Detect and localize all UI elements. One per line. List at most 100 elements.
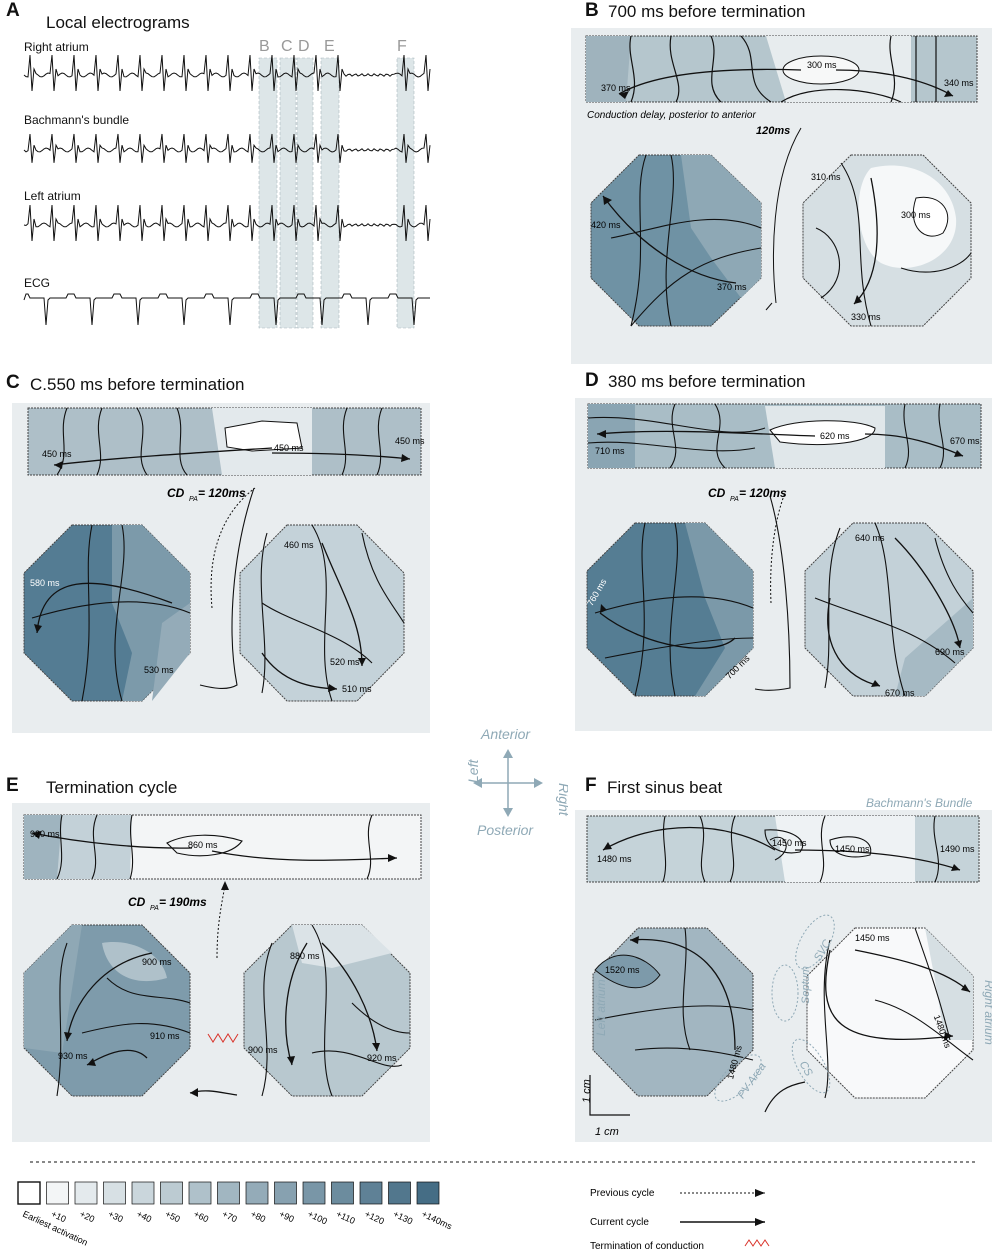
panel-c-cd-label: CD	[167, 486, 185, 500]
panel-f-time-bb2: 1450 ms	[772, 838, 807, 848]
legend-swatch	[331, 1181, 354, 1205]
panel-a-letter: A	[6, 0, 20, 21]
panel-b-note: Conduction delay, posterior to anterior	[587, 110, 756, 121]
legend-step-label: +70	[221, 1209, 239, 1225]
panel-c-cd-value: = 120ms	[198, 486, 246, 500]
panel-f-scale-horizontal: 1 cm	[595, 1126, 619, 1138]
panel-c-title: C.550 ms before termination	[30, 375, 245, 394]
panel-c-time-ra2: 520 ms	[330, 657, 360, 667]
ecg-trace	[23, 293, 430, 326]
panel-b-time-la1: 420 ms	[591, 220, 621, 230]
trace-label-bb: Bachmann's bundle	[24, 113, 130, 127]
band-label-e: E	[324, 38, 335, 55]
panel-e-time-la1: 900 ms	[142, 957, 172, 967]
panel-b-time-la2: 370 ms	[717, 282, 747, 292]
legend-swatch	[217, 1181, 240, 1205]
legend-current-label: Current cycle	[590, 1217, 649, 1228]
panel-d-cd-sub: PA	[730, 496, 739, 503]
legend-swatch	[302, 1181, 326, 1205]
panel-f-cs: CS	[797, 1059, 815, 1079]
panel-d-time-ra1: 640 ms	[855, 533, 885, 543]
panel-c-time-la1: 580 ms	[30, 578, 60, 588]
legend-step-label: +130	[392, 1209, 415, 1227]
panel-e-time-la2: 930 ms	[58, 1051, 88, 1061]
egm-trace	[23, 204, 431, 242]
panel-c-time-ra1: 460 ms	[284, 540, 314, 550]
panel-b-time-bb1: 370 ms	[601, 83, 631, 93]
egm-trace	[23, 133, 431, 163]
panel-b-time-ra3: 330 ms	[851, 312, 881, 322]
legend-swatch	[188, 1181, 212, 1205]
panel-e-cd-label: CD	[128, 895, 146, 909]
legend-termination-label: Termination of conduction	[590, 1241, 704, 1250]
legend-swatch	[160, 1181, 183, 1205]
egm-trace	[23, 54, 431, 92]
panel-b-time-ra2: 300 ms	[901, 210, 931, 220]
electrogram-traces	[23, 54, 431, 329]
panel-f-time-bb3: 1450 ms	[835, 844, 870, 854]
panel-d-cd-value: = 120ms	[739, 486, 787, 500]
legend-step-label: +20	[78, 1209, 96, 1225]
legend-step-label: +40	[135, 1209, 153, 1225]
panel-c-cd-sub: PA	[189, 496, 198, 503]
panel-b-cd: 120ms	[756, 125, 790, 137]
legend-step-label: +30	[107, 1209, 125, 1225]
compass-posterior: Posterior	[477, 822, 534, 838]
panel-d-time-ra3: 670 ms	[885, 688, 915, 698]
legend-swatch	[245, 1181, 269, 1205]
panel-f-septum: Septum	[800, 966, 812, 1004]
panel-e-activation-map: 920 ms 860 ms 900 ms 930 ms 910 ms 880 m…	[23, 814, 422, 1097]
panel-f-time-ra1: 1450 ms	[855, 933, 890, 943]
orientation-compass: Anterior Posterior Left Right	[465, 726, 568, 838]
panel-d-activation-map: 710 ms 620 ms 670 ms 760 ms 700 ms 640 m…	[585, 403, 982, 698]
panel-e-cd-sub: PA	[150, 905, 159, 912]
panel-b-time-bb2: 300 ms	[807, 60, 837, 70]
trace-label-ecg: ECG	[24, 276, 51, 290]
panel-d-time-bb3: 670 ms	[950, 436, 980, 446]
panel-d-cd-label: CD	[708, 486, 726, 500]
panel-d-title: 380 ms before termination	[608, 372, 806, 391]
legend: Earliest activation+10+20+30+40+50+60+70…	[17, 1161, 975, 1250]
panel-e-time-bb1: 920 ms	[30, 829, 60, 839]
panel-e-time-ra3: 920 ms	[367, 1053, 397, 1063]
panel-c-time-bb2: 450 ms	[274, 443, 304, 453]
compass-left: Left	[465, 759, 481, 783]
panel-a-title: Local electrograms	[46, 13, 190, 32]
panel-b-time-ra1: 310 ms	[811, 172, 841, 182]
panel-e-letter: E	[6, 775, 19, 796]
panel-e-time-ra2: 900 ms	[248, 1045, 278, 1055]
panel-c-time-la2: 530 ms	[144, 665, 174, 675]
band-label-f: F	[397, 38, 407, 55]
panel-f-letter: F	[585, 775, 597, 796]
legend-step-label: +140ms	[420, 1209, 454, 1232]
panel-f-scale-vertical: 1 cm	[581, 1079, 593, 1103]
panel-e-cd-value: = 190ms	[159, 895, 207, 909]
legend-swatch	[388, 1181, 411, 1205]
panel-c-letter: C	[6, 372, 20, 393]
panel-d-time-bb2: 620 ms	[820, 431, 850, 441]
panel-f-activation-map: 1480 ms 1450 ms 1450 ms 1490 ms 1520 ms …	[581, 815, 992, 1138]
panel-f-right-atrium: Right atrium	[982, 980, 992, 1045]
legend-step-label: +100	[306, 1209, 329, 1227]
legend-step-label: +60	[192, 1209, 210, 1225]
panel-d-time-bb1: 710 ms	[595, 446, 625, 456]
legend-swatch	[274, 1181, 297, 1205]
panel-e-time-bb2: 860 ms	[188, 840, 218, 850]
panel-c-time-bb3: 450 ms	[395, 436, 425, 446]
panel-f-left-atrium: Left atrium	[594, 979, 608, 1036]
panel-b-activation-map: 370 ms 300 ms 340 ms 420 ms 370 ms 310 m…	[585, 35, 978, 327]
legend-swatch	[131, 1181, 155, 1205]
legend-step-label: +50	[164, 1209, 182, 1225]
panel-f-pv-area: PV Area	[735, 1061, 768, 1101]
legend-step-label: +80	[249, 1209, 267, 1225]
compass-anterior: Anterior	[480, 726, 531, 742]
band-label-d: D	[298, 38, 310, 55]
panel-f-time-bb1: 1480 ms	[597, 854, 632, 864]
band-label-c: C	[281, 38, 293, 55]
panel-c-time-bb1: 450 ms	[42, 449, 72, 459]
compass-right: Right	[556, 783, 568, 817]
legend-swatch	[359, 1181, 383, 1205]
legend-step-label: +110	[335, 1209, 357, 1226]
panel-e-time-la3: 910 ms	[150, 1031, 180, 1041]
legend-swatch	[46, 1181, 69, 1205]
